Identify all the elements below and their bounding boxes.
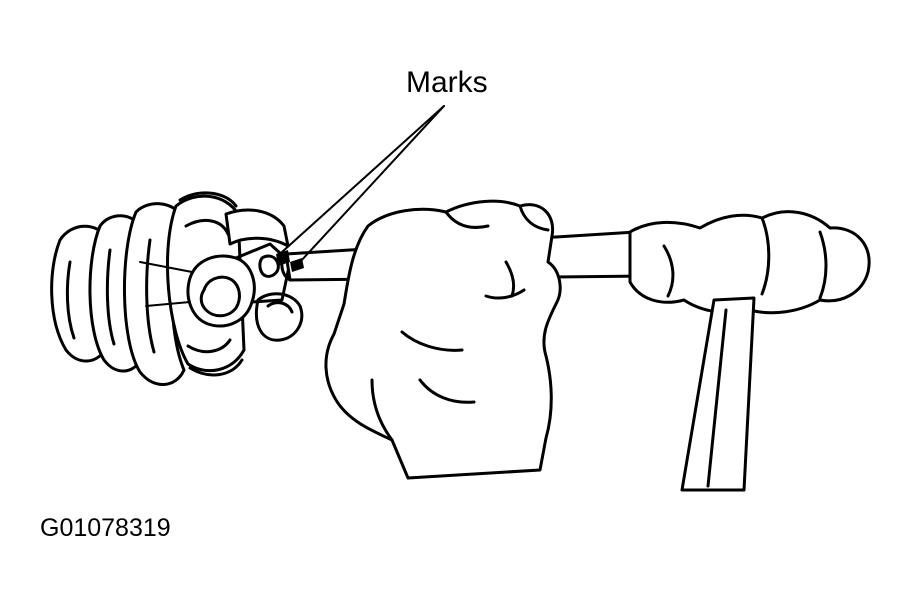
alignment-marks [276,250,304,272]
hammer-icon [628,210,871,492]
callout-leader-lines [281,105,445,263]
hand-icon [324,199,562,480]
figure-id: G01078319 [40,514,171,542]
spindle-nut-icon [139,242,292,328]
marks-callout-label: Marks [406,66,488,99]
